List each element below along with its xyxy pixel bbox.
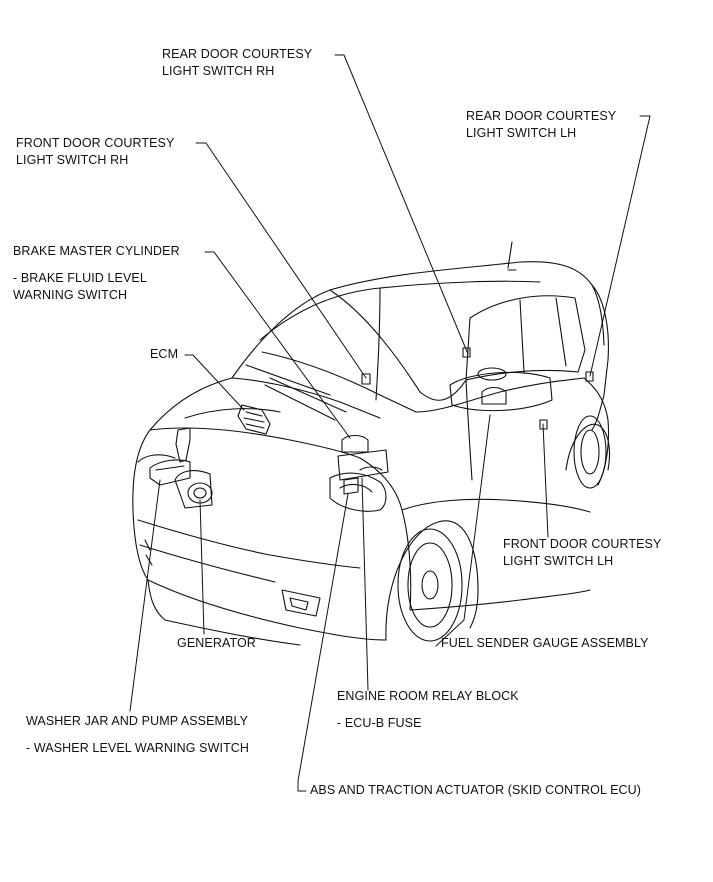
leader-rear-door-rh bbox=[334, 54, 469, 355]
ecm-component bbox=[237, 404, 271, 435]
label-engine-room-relay-block: ENGINE ROOM RELAY BLOCK - ECU-B FUSE bbox=[337, 688, 519, 732]
leader-lines bbox=[129, 54, 651, 792]
label-line: - BRAKE FLUID LEVEL bbox=[13, 271, 147, 285]
leader-washer bbox=[129, 479, 161, 712]
label-line: - ECU-B FUSE bbox=[337, 716, 422, 730]
label-line: - WASHER LEVEL WARNING SWITCH bbox=[26, 741, 250, 755]
label-abs-traction-actuator: ABS AND TRACTION ACTUATOR (SKID CONTROL … bbox=[310, 782, 641, 799]
engine-components bbox=[337, 434, 389, 495]
label-line: ABS AND TRACTION ACTUATOR (SKID CONTROL … bbox=[310, 783, 642, 797]
generator-component bbox=[174, 470, 213, 509]
label-line: FRONT DOOR COURTESY bbox=[16, 136, 175, 150]
leader-abs bbox=[297, 493, 349, 792]
label-washer-jar: WASHER JAR AND PUMP ASSEMBLY - WASHER LE… bbox=[26, 713, 249, 757]
leader-engine-room bbox=[361, 477, 369, 691]
washer-jar-component bbox=[149, 427, 191, 486]
leader-front-door-rh bbox=[195, 142, 367, 379]
label-line: FUEL SENDER GAUGE ASSEMBLY bbox=[441, 636, 649, 650]
label-line: LIGHT SWITCH LH bbox=[503, 554, 614, 568]
label-line: WARNING SWITCH bbox=[13, 288, 128, 302]
label-line: ECM bbox=[150, 347, 179, 361]
label-line: WASHER JAR AND PUMP ASSEMBLY bbox=[26, 714, 249, 728]
label-rear-door-courtesy-rh: REAR DOOR COURTESY LIGHT SWITCH RH bbox=[162, 46, 312, 80]
label-line: LIGHT SWITCH RH bbox=[16, 153, 129, 167]
leader-ecm bbox=[184, 354, 245, 411]
switch-components bbox=[361, 347, 594, 430]
leader-brake-master bbox=[204, 251, 351, 439]
car-body bbox=[132, 241, 611, 646]
label-line: GENERATOR bbox=[177, 636, 256, 650]
label-line: BRAKE MASTER CYLINDER bbox=[13, 244, 180, 258]
label-fuel-sender-gauge: FUEL SENDER GAUGE ASSEMBLY bbox=[441, 635, 649, 652]
leader-rear-door-lh bbox=[589, 115, 651, 377]
leader-front-door-lh bbox=[542, 423, 549, 538]
label-line: FRONT DOOR COURTESY bbox=[503, 537, 662, 551]
label-rear-door-courtesy-lh: REAR DOOR COURTESY LIGHT SWITCH LH bbox=[466, 108, 616, 142]
label-brake-master-cylinder: BRAKE MASTER CYLINDER - BRAKE FLUID LEVE… bbox=[13, 243, 180, 304]
leader-fuel-sender bbox=[435, 414, 491, 647]
fuel-tank-component bbox=[449, 367, 553, 412]
label-line: ENGINE ROOM RELAY BLOCK bbox=[337, 689, 519, 703]
label-generator: GENERATOR bbox=[177, 635, 256, 652]
label-front-door-courtesy-rh: FRONT DOOR COURTESY LIGHT SWITCH RH bbox=[16, 135, 174, 169]
label-front-door-courtesy-lh: FRONT DOOR COURTESY LIGHT SWITCH LH bbox=[503, 536, 661, 570]
label-line: LIGHT SWITCH LH bbox=[466, 126, 577, 140]
label-line: REAR DOOR COURTESY bbox=[466, 109, 617, 123]
label-ecm: ECM bbox=[150, 346, 178, 363]
label-line: REAR DOOR COURTESY bbox=[162, 47, 313, 61]
leader-generator bbox=[199, 499, 205, 635]
label-line: LIGHT SWITCH RH bbox=[162, 64, 275, 78]
